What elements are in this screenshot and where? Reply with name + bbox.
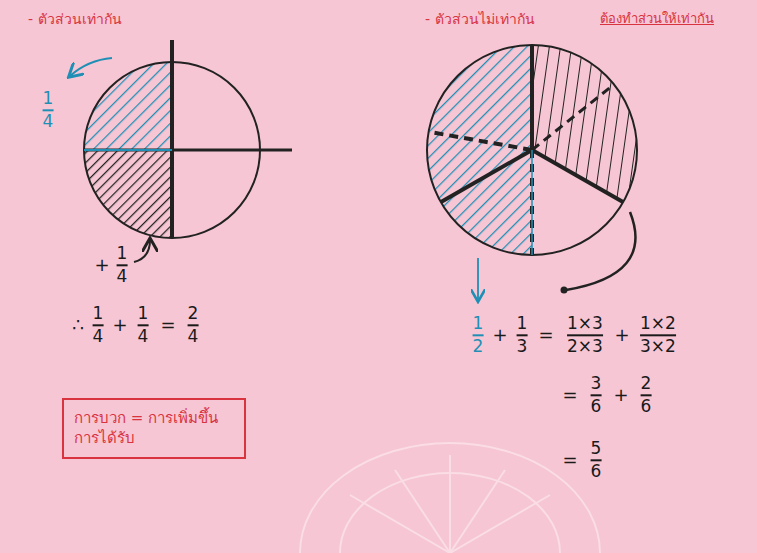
operator: = bbox=[160, 315, 175, 335]
fraction: 56 bbox=[591, 439, 602, 480]
fraction-bar bbox=[188, 324, 199, 326]
fraction-bar bbox=[591, 394, 602, 396]
note-text: การบวก = การเพิ่มขึ้น การได้รับ bbox=[74, 408, 234, 449]
fraction: 1×23×2 bbox=[640, 314, 676, 355]
denominator: 4 bbox=[93, 327, 104, 346]
numerator: 3 bbox=[591, 374, 602, 393]
numerator: 2 bbox=[188, 304, 199, 323]
fraction: 14 bbox=[43, 89, 54, 130]
denominator: 4 bbox=[117, 267, 128, 286]
numerator: 2 bbox=[641, 374, 652, 393]
fraction: 26 bbox=[641, 374, 652, 415]
fraction-bar bbox=[117, 264, 128, 266]
fraction: 36 bbox=[591, 374, 602, 415]
denominator: 4 bbox=[138, 327, 149, 346]
fraction-bar bbox=[473, 334, 484, 336]
operator: = bbox=[562, 450, 577, 470]
denominator: 2 bbox=[473, 337, 484, 356]
section-heading: - ตัวส่วนไม่เท่ากัน bbox=[425, 12, 535, 27]
numerator: 1×3 bbox=[567, 314, 603, 333]
operator: = bbox=[562, 385, 577, 405]
denominator: 6 bbox=[591, 462, 602, 481]
operator: = bbox=[538, 325, 553, 345]
section-heading: - ตัวส่วนเท่ากัน bbox=[28, 12, 122, 27]
fraction: 14 bbox=[117, 244, 128, 285]
numerator: 1 bbox=[93, 304, 104, 323]
fraction: 24 bbox=[188, 304, 199, 345]
operator: ∴ bbox=[72, 315, 83, 335]
numerator: 1×2 bbox=[640, 314, 676, 333]
denominator: 4 bbox=[43, 112, 54, 131]
fraction: 13 bbox=[517, 314, 528, 355]
numerator: 1 bbox=[43, 89, 54, 108]
fraction-bar bbox=[138, 324, 149, 326]
denominator: 3 bbox=[517, 337, 528, 356]
numerator: 1 bbox=[138, 304, 149, 323]
operator: + bbox=[112, 315, 127, 335]
fraction-bar bbox=[43, 109, 54, 111]
operator: + bbox=[94, 255, 109, 275]
fraction-bar bbox=[591, 459, 602, 461]
operator: + bbox=[613, 385, 628, 405]
denominator: 3×2 bbox=[640, 337, 676, 356]
numerator: 5 bbox=[591, 439, 602, 458]
operator: + bbox=[614, 325, 629, 345]
numerator: 1 bbox=[517, 314, 528, 333]
fraction-bar bbox=[641, 394, 652, 396]
fraction-bar bbox=[517, 334, 528, 336]
fraction-bar bbox=[640, 334, 676, 336]
numerator: 1 bbox=[473, 314, 484, 333]
denominator: 2×3 bbox=[567, 337, 603, 356]
fraction-bar bbox=[93, 324, 104, 326]
denominator: 4 bbox=[188, 327, 199, 346]
fraction: 1×32×3 bbox=[567, 314, 603, 355]
fraction: 14 bbox=[138, 304, 149, 345]
fraction-bar bbox=[567, 334, 603, 336]
numerator: 1 bbox=[117, 244, 128, 263]
operator: + bbox=[492, 325, 507, 345]
section-heading: ต้องทำส่วนให้เท่ากัน bbox=[600, 12, 714, 26]
note-box: การบวก = การเพิ่มขึ้น การได้รับ bbox=[62, 398, 246, 459]
fraction: 14 bbox=[93, 304, 104, 345]
denominator: 6 bbox=[591, 397, 602, 416]
denominator: 6 bbox=[641, 397, 652, 416]
fraction: 12 bbox=[473, 314, 484, 355]
